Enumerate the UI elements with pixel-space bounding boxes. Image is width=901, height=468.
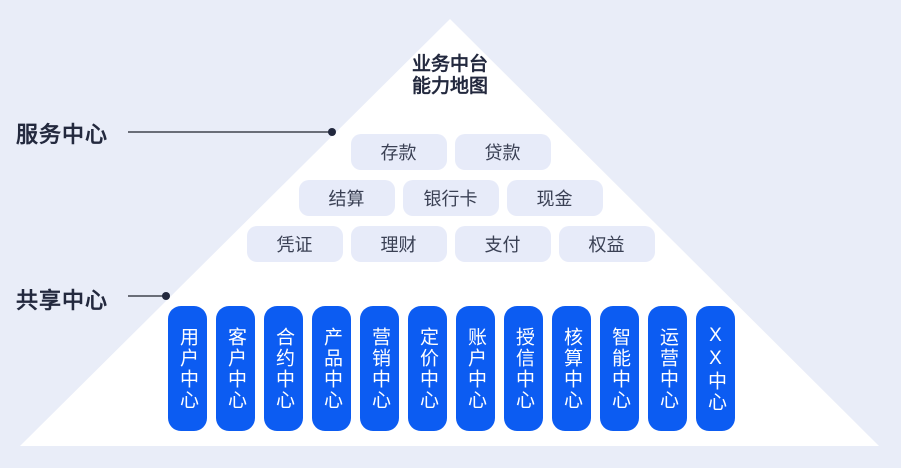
service-center-label: 服务中心 <box>16 122 109 147</box>
service-chip: 存款 <box>350 134 447 170</box>
shared-center-label: 共享中心 <box>16 288 109 313</box>
pyramid-title-line1: 业务中台 <box>411 54 488 75</box>
service-chip-row-2: 结算 银行卡 现金 <box>0 180 901 216</box>
shared-pillar-label: 智能中心 <box>609 326 630 411</box>
shared-pillar: 产品中心 <box>312 306 351 431</box>
shared-pillar: 授信中心 <box>504 306 543 431</box>
service-chip: 结算 <box>298 180 395 216</box>
shared-pillar: 合约中心 <box>264 306 303 431</box>
shared-pillar-label: 客户中心 <box>225 326 246 411</box>
shared-pillar: 用户中心 <box>168 306 207 431</box>
connector-dot <box>162 292 170 300</box>
shared-pillar-label: 账户中心 <box>465 326 486 411</box>
shared-pillars-row: 用户中心 客户中心 合约中心 产品中心 营销中心 定价中心 账户中心 授信中心 … <box>168 306 735 431</box>
shared-pillar: 运营中心 <box>648 306 687 431</box>
shared-pillar-label: 合约中心 <box>273 326 294 411</box>
service-chip: 理财 <box>350 226 447 262</box>
service-chip: 贷款 <box>454 134 551 170</box>
shared-pillar-label: 营销中心 <box>369 326 390 411</box>
service-chip: 银行卡 <box>402 180 499 216</box>
shared-pillar-label: 运营中心 <box>657 326 678 411</box>
shared-connector-line <box>128 292 170 300</box>
shared-pillar-label: XX中心 <box>705 324 726 413</box>
service-chip: 凭证 <box>246 226 343 262</box>
shared-pillar-label: 产品中心 <box>321 326 342 411</box>
service-chip: 现金 <box>506 180 603 216</box>
shared-pillar: 账户中心 <box>456 306 495 431</box>
service-chip-row-3: 凭证 理财 支付 权益 <box>0 226 901 262</box>
service-chip-row-1: 存款 贷款 <box>0 134 901 170</box>
shared-pillar-label: 授信中心 <box>513 326 534 411</box>
pyramid-title: 业务中台 能力地图 <box>350 54 550 98</box>
shared-pillar-label: 用户中心 <box>177 326 198 411</box>
service-chip: 权益 <box>558 226 655 262</box>
shared-pillar: XX中心 <box>696 306 735 431</box>
shared-pillar: 智能中心 <box>600 306 639 431</box>
shared-pillar-label: 定价中心 <box>417 326 438 411</box>
shared-pillar-label: 核算中心 <box>561 326 582 411</box>
service-chip: 支付 <box>454 226 551 262</box>
shared-pillar: 营销中心 <box>360 306 399 431</box>
pyramid-title-line2: 能力地图 <box>411 76 488 97</box>
shared-pillar: 客户中心 <box>216 306 255 431</box>
shared-pillar: 核算中心 <box>552 306 591 431</box>
shared-pillar: 定价中心 <box>408 306 447 431</box>
connector-dot <box>328 128 336 136</box>
service-connector-line <box>128 128 336 136</box>
